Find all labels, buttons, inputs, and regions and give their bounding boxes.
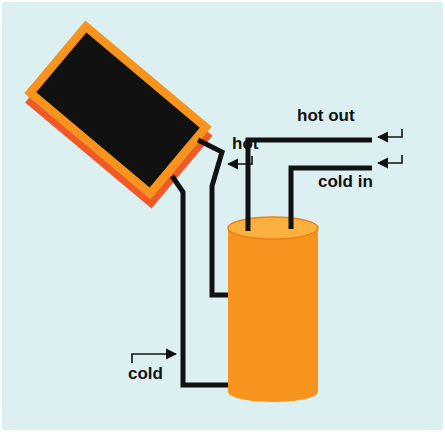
pipe-label: hot out <box>297 106 355 126</box>
cold-in-pipe <box>291 168 372 229</box>
hot-out-leader <box>378 129 402 137</box>
pipe-label: cold <box>128 364 163 384</box>
hot-out-pipe <box>248 140 372 231</box>
pipe-label: cold in <box>318 172 373 192</box>
hot-leader <box>228 156 252 164</box>
cold-pipe <box>172 176 236 385</box>
collector-absorber <box>36 33 200 188</box>
house-pipes <box>248 140 372 231</box>
solar-collector <box>20 21 217 209</box>
tank-top <box>228 217 318 239</box>
cold-in-leader <box>378 155 402 163</box>
cold-leader <box>132 354 176 363</box>
leader-arrows <box>132 129 402 363</box>
storage-tank <box>228 217 318 402</box>
collector-frame <box>24 21 211 200</box>
pipes <box>172 140 236 385</box>
tank-body <box>228 228 318 402</box>
pipe-label: hot <box>232 134 258 154</box>
